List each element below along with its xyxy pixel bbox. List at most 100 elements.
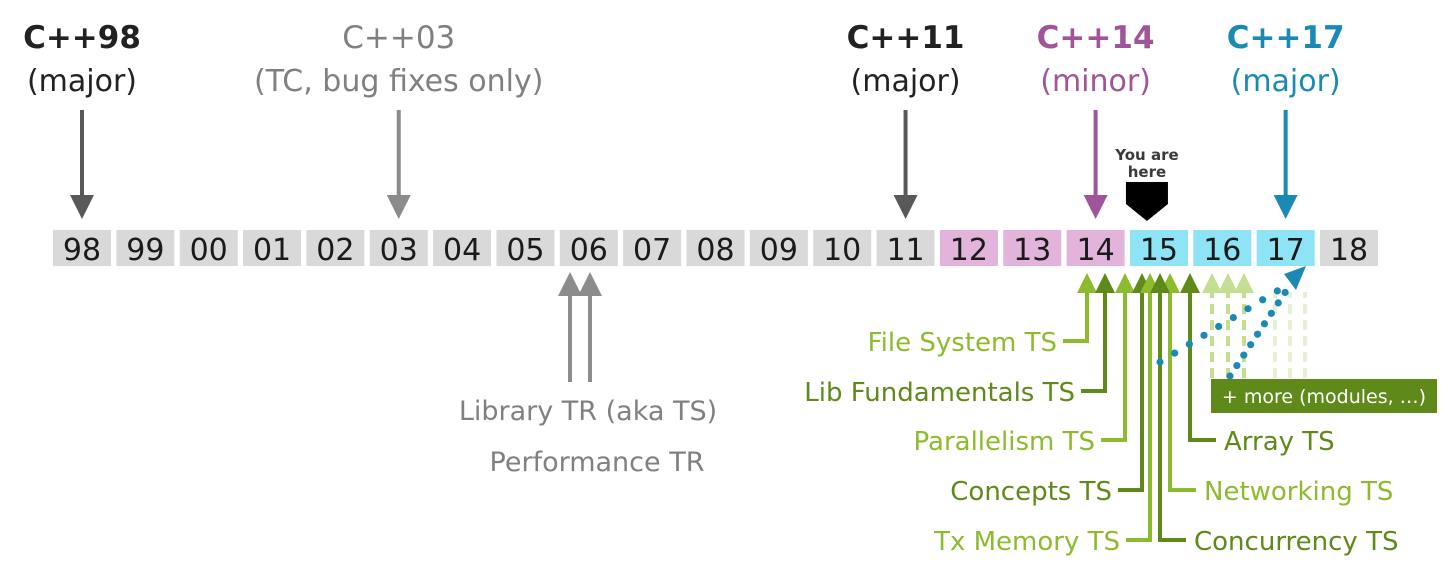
convergence-dot	[1215, 322, 1223, 331]
release-subtitle-cpp17: (major)	[1231, 64, 1341, 99]
release-title-cpp14: C++14	[1037, 20, 1155, 56]
year-box-14	[1066, 230, 1125, 266]
year-box-98	[53, 230, 111, 266]
year-box-08	[686, 230, 745, 266]
year-box-00	[179, 230, 238, 266]
convergence-dot	[1156, 358, 1164, 366]
year-box-12	[939, 230, 998, 266]
year-label-02: 02	[316, 233, 354, 268]
year-label-98: 98	[63, 233, 101, 268]
year-label-08: 08	[696, 233, 734, 268]
ts-arrow-networking-ts	[1160, 273, 1196, 492]
year-label-11: 11	[886, 233, 924, 268]
year-box-17	[1256, 230, 1315, 266]
ts-arrow-parallelism-ts	[1101, 273, 1135, 442]
convergence-dot	[1244, 305, 1252, 313]
year-box-10	[813, 230, 872, 266]
ts-arrow-concepts-ts	[1118, 273, 1152, 492]
year-label-12: 12	[950, 233, 988, 268]
convergence-dot	[1267, 309, 1275, 317]
ts-label-file-system-ts: File System TS	[868, 328, 1057, 358]
year-box-99	[116, 230, 175, 266]
you-are-here-line1: You are	[1114, 146, 1178, 164]
year-label-13: 13	[1013, 233, 1051, 268]
ts-label-array-ts: Array TS	[1224, 427, 1335, 457]
release-subtitle-cpp11: (major)	[851, 64, 961, 99]
ts-arrow-concurrency-ts	[1150, 273, 1186, 542]
ts-arrow-array-ts	[1180, 273, 1216, 442]
tr-label-performance: Performance TR	[490, 447, 705, 478]
release-title-cpp03: C++03	[342, 20, 455, 56]
ts-label-tx-memory-ts: Tx Memory TS	[933, 527, 1120, 557]
year-timeline: 98 99 00 01 02 03 04 05 06 07 08 09 10 11 12 13 14 15 16 17…	[53, 230, 1378, 268]
year-label-01: 01	[253, 233, 291, 268]
year-box-05	[496, 230, 555, 266]
year-label-03: 03	[380, 233, 418, 268]
release-title-cpp17: C++17	[1227, 20, 1345, 56]
release-title-cpp98: C++98	[23, 20, 141, 56]
year-label-16: 16	[1203, 233, 1241, 268]
ts-label-concepts-ts: Concepts TS	[950, 477, 1112, 507]
tr-label-library: Library TR (aka TS)	[459, 396, 717, 427]
release-title-cpp11: C++11	[847, 20, 965, 56]
release-subtitle-cpp14: (minor)	[1040, 64, 1151, 99]
more-box-label: + more (modules, …)	[1222, 386, 1426, 408]
year-label-04: 04	[443, 233, 481, 268]
year-box-13	[1003, 230, 1062, 266]
year-box-04	[433, 230, 492, 266]
year-box-16	[1193, 230, 1252, 266]
you-are-here-pointer	[1125, 182, 1168, 221]
year-label-10: 10	[823, 233, 861, 268]
technical-specifications: File System TS Lib Fundamentals TS Paralle…	[804, 266, 1437, 557]
year-box-15	[1129, 230, 1188, 266]
convergence-dot	[1229, 313, 1237, 322]
convergence-arrowhead	[1284, 266, 1306, 290]
release-subtitle-cpp98: (major)	[27, 64, 137, 99]
convergence-dot	[1253, 330, 1262, 338]
convergence-dot	[1247, 341, 1255, 349]
convergence-dot	[1233, 361, 1241, 370]
convergence-dot	[1281, 288, 1289, 297]
convergence-dot	[1259, 296, 1267, 304]
ts-label-lib-fundamentals-ts: Lib Fundamentals TS	[804, 378, 1075, 408]
technical-reports: Library TR (aka TS) Performance TR	[459, 272, 717, 478]
ts-arrow-file-system-ts	[1063, 273, 1097, 343]
year-label-99: 99	[126, 233, 164, 268]
convergence-dot	[1171, 349, 1179, 357]
convergence-dot	[1274, 299, 1282, 307]
convergence-dot	[1240, 351, 1248, 359]
release-subtitle-cpp03: (TC, bug fixes only)	[254, 64, 543, 99]
ts-arrow-tx-memory-ts	[1126, 273, 1160, 542]
year-label-18: 18	[1330, 233, 1368, 268]
year-label-06: 06	[570, 233, 608, 268]
year-box-09	[749, 230, 808, 266]
year-box-07	[623, 230, 682, 266]
release-annotations: C++98 (major) C++03 (TC, bug fixes only) C++…	[23, 20, 1345, 219]
year-label-15: 15	[1140, 233, 1178, 268]
year-label-07: 07	[633, 233, 671, 268]
year-box-03	[369, 230, 428, 266]
year-box-01	[243, 230, 302, 266]
year-label-00: 00	[190, 233, 228, 268]
year-label-09: 09	[760, 233, 798, 268]
more-box	[1211, 379, 1437, 413]
ts-label-networking-ts: Networking TS	[1204, 477, 1393, 507]
year-box-06	[559, 230, 618, 266]
year-box-11	[876, 230, 935, 266]
year-box-18	[1320, 230, 1378, 266]
convergence-dot	[1200, 331, 1208, 339]
convergence-dot	[1226, 372, 1234, 380]
ts-arrow-lib-fundamentals-ts	[1081, 273, 1115, 393]
ts-label-concurrency-ts: Concurrency TS	[1194, 527, 1398, 557]
year-box-02	[306, 230, 365, 266]
convergence-dot	[1273, 287, 1281, 295]
convergence-dot	[1260, 320, 1269, 328]
ts-label-parallelism-ts: Parallelism TS	[914, 427, 1095, 457]
convergence-dot	[1185, 340, 1193, 348]
year-label-17: 17	[1267, 233, 1305, 268]
you-are-here-line2: here	[1128, 163, 1166, 181]
year-label-14: 14	[1077, 233, 1115, 268]
year-label-05: 05	[506, 233, 544, 268]
